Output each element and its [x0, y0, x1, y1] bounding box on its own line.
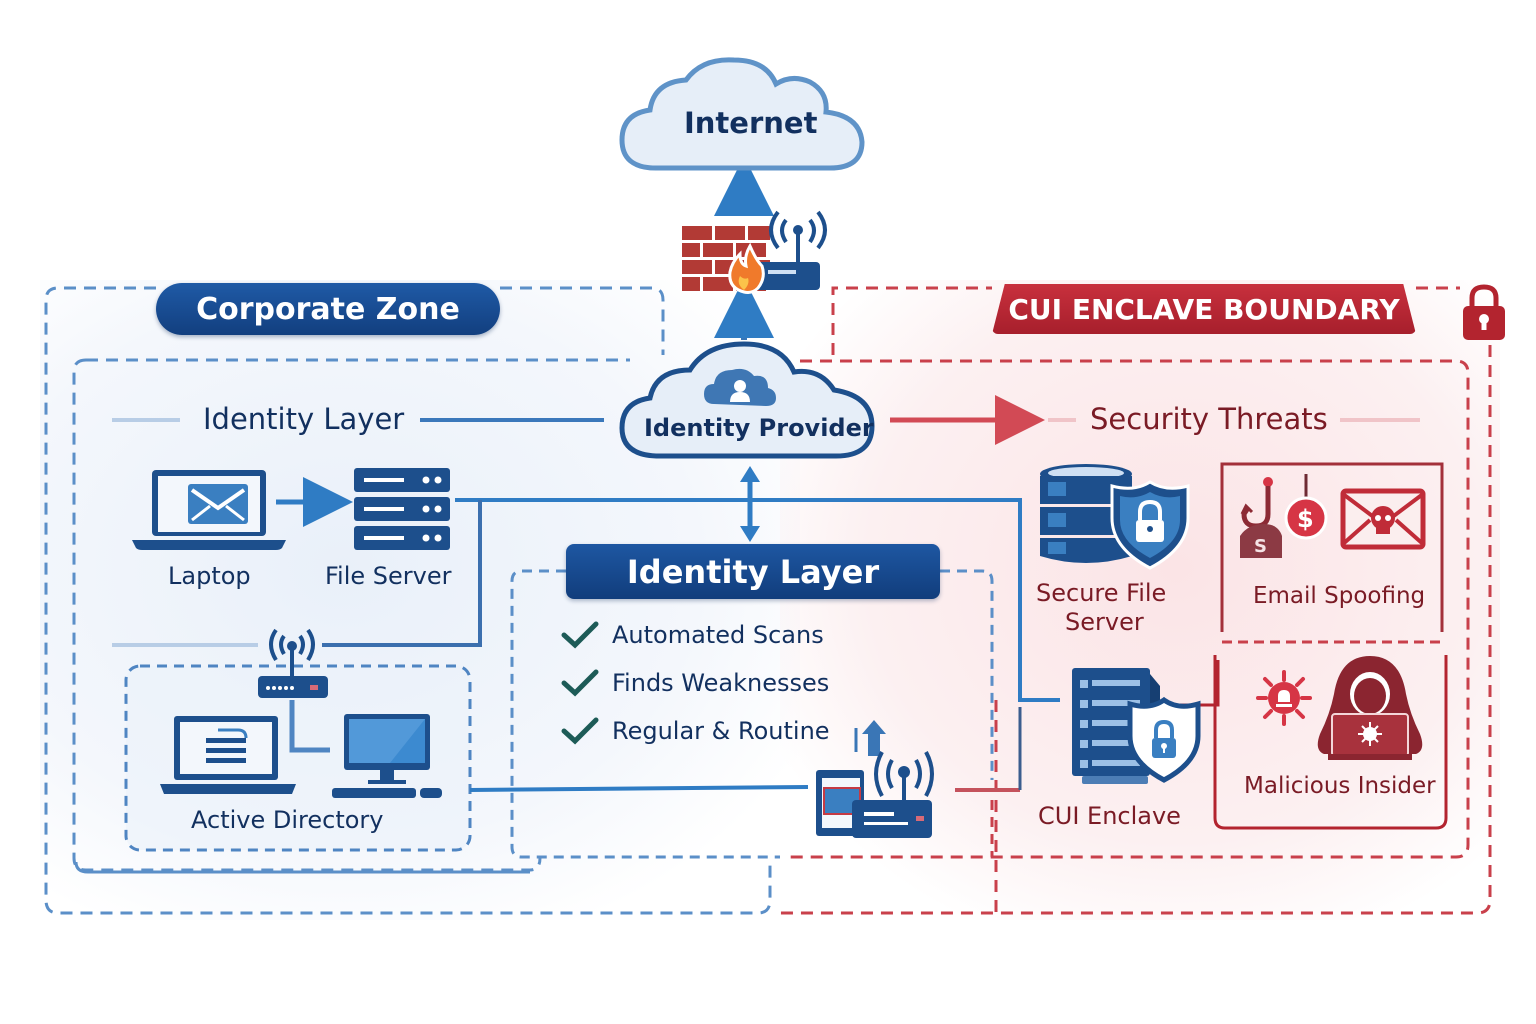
hooded-hacker-icon [1317, 656, 1423, 760]
check-item-regular-routine: Regular & Routine [560, 716, 830, 746]
identity-panel-boundary [510, 569, 780, 859]
internet-label: Internet [684, 106, 818, 140]
cui-inner-boundary [790, 359, 1470, 859]
security-threats-heading: Security Threats [1090, 402, 1328, 436]
laptop-document-icon [160, 716, 296, 794]
flame-icon [728, 242, 765, 294]
check-item-label: Finds Weaknesses [612, 669, 830, 697]
secure-file-server-label-line2: Server [1065, 608, 1144, 636]
firewall-icon [682, 210, 827, 294]
identity-layer-heading: Identity Layer [203, 402, 405, 436]
corporate-zone-boundary [44, 286, 772, 915]
upload-arrow-icon [862, 720, 886, 756]
internet-cloud-icon [619, 57, 865, 171]
server-shield-icon [1072, 668, 1201, 784]
svg-text:$: $ [1297, 505, 1314, 533]
email-spoofing-box [1220, 462, 1444, 632]
svg-text:S: S [1254, 536, 1267, 557]
wireless-router-icon [258, 628, 328, 698]
malicious-insider-label: Malicious Insider [1244, 773, 1436, 799]
laptop-label: Laptop [168, 562, 251, 590]
laptop-email-icon [132, 470, 286, 550]
check-item-finds-weaknesses: Finds Weaknesses [560, 668, 829, 698]
checkmark-icon [561, 717, 599, 745]
padlock-icon [1463, 284, 1505, 340]
identity-provider-cloud-icon [619, 341, 875, 459]
email-spoofing-label: Email Spoofing [1253, 583, 1426, 609]
desktop-computer-icon [332, 714, 442, 798]
check-item-automated-scans: Automated Scans [560, 620, 824, 650]
file-server-label: File Server [325, 562, 452, 590]
phishing-hook-icon: S $ [1240, 474, 1328, 558]
skull-envelope-icon [1340, 488, 1426, 550]
active-directory-boundary [124, 664, 472, 852]
identity-layer-panel-title: Identity Layer [566, 544, 940, 599]
secure-file-server-label-line1: Secure File [1036, 579, 1167, 607]
scanner-router-icon [816, 720, 934, 838]
server-rack-icon [354, 468, 450, 550]
check-item-label: Regular & Routine [612, 717, 830, 745]
cui-enclave-label: CUI Enclave [1038, 802, 1181, 830]
cui-boundary [831, 286, 992, 355]
check-item-label: Automated Scans [612, 621, 824, 649]
router-icon [754, 262, 820, 290]
malware-bug-icon [1256, 670, 1312, 726]
malicious-insider-box [1213, 655, 1448, 830]
checkmark-icon [561, 621, 599, 649]
checkmark-icon [561, 669, 599, 697]
identity-provider-label: Identity Provider [644, 414, 874, 442]
corporate-zone-title: Corporate Zone [156, 283, 500, 335]
corporate-zone-boundary-top-right [500, 286, 665, 355]
identity-layer-boundary [72, 358, 542, 872]
database-shield-icon [1040, 464, 1190, 570]
active-directory-label: Active Directory [191, 806, 384, 834]
cui-enclave-boundary-title: CUI ENCLAVE BOUNDARY [992, 284, 1416, 334]
